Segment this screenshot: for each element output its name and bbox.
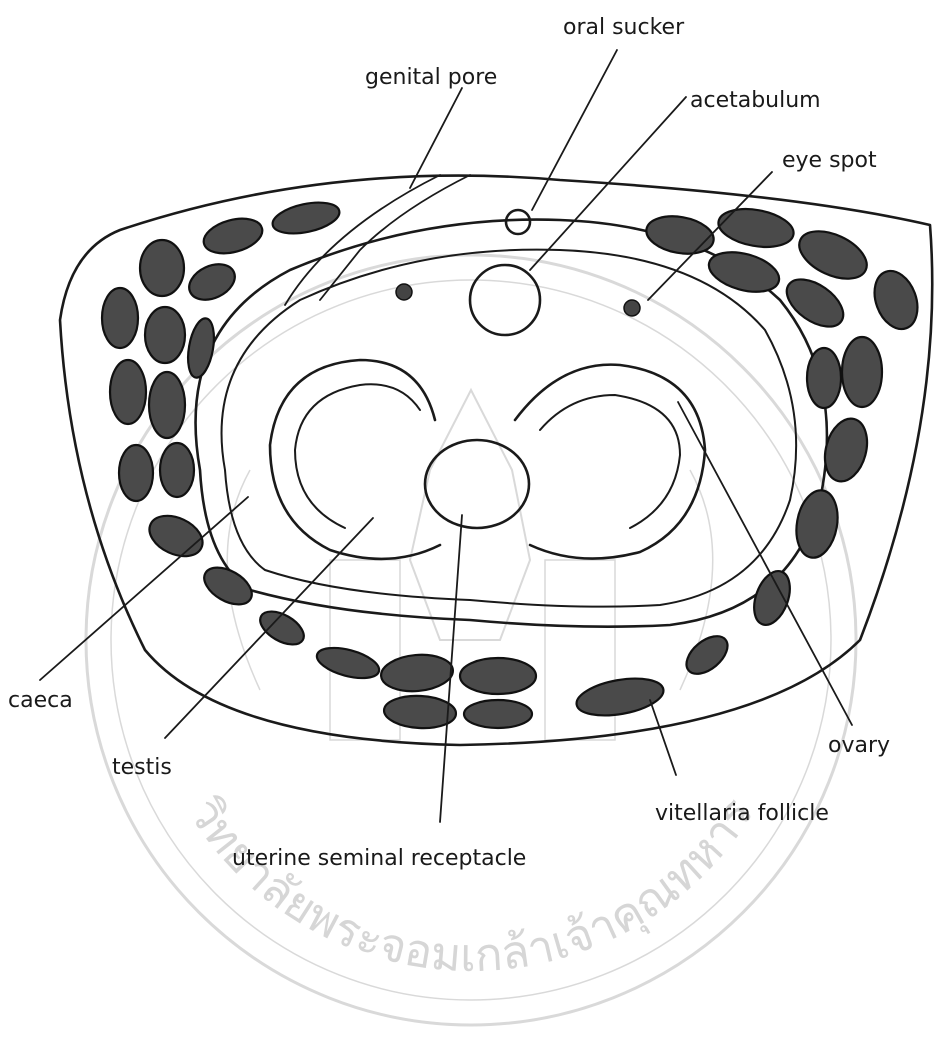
acetabulum — [470, 265, 540, 335]
vitellaria-follicles — [102, 197, 925, 730]
testis — [270, 360, 705, 559]
eye-spot-right — [624, 300, 640, 316]
label-uterine-seminal-receptacle: uterine seminal receptacle — [232, 846, 526, 871]
label-testis: testis — [112, 755, 172, 780]
label-ovary: ovary — [828, 733, 890, 758]
uterine-seminal-receptacle — [425, 440, 529, 528]
label-genital-pore: genital pore — [365, 65, 497, 90]
label-acetabulum: acetabulum — [690, 88, 821, 113]
eye-spot-left — [396, 284, 412, 300]
label-caeca: caeca — [8, 688, 73, 713]
label-vitellaria-follicle: vitellaria follicle — [655, 801, 829, 826]
label-eye-spot: eye spot — [782, 148, 877, 173]
label-oral-sucker: oral sucker — [563, 15, 685, 40]
oral-sucker — [506, 210, 530, 234]
